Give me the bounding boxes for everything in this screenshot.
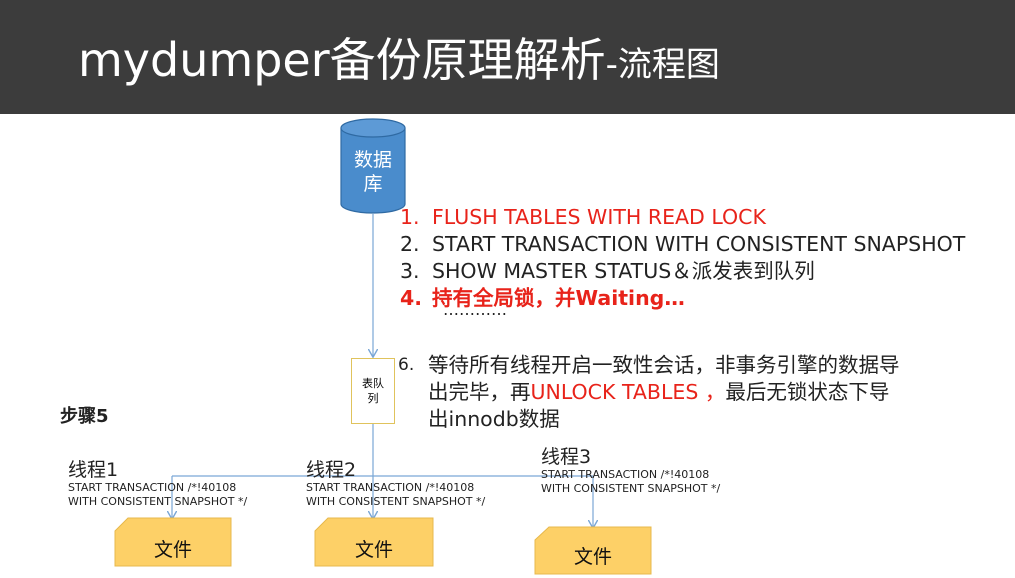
- ellipsis-text: …………: [443, 300, 507, 319]
- thread-command: WITH CONSISTENT SNAPSHOT */: [306, 495, 486, 508]
- title-subtitle: -流程图: [605, 45, 720, 85]
- step-4: 4.持有全局锁，并Waiting…: [400, 286, 685, 310]
- step-1: 1.FLUSH TABLES WITH READ LOCK: [400, 205, 766, 229]
- file-label-2: 文件: [354, 539, 393, 561]
- step-3: 3.SHOW MASTER STATUS＆派发表到队列: [400, 259, 815, 283]
- file-shape-2: [314, 517, 434, 567]
- page-title: mydumper备份原理解析-流程图: [78, 30, 720, 95]
- step-5-label: 步骤5: [60, 406, 109, 427]
- thread-command: START TRANSACTION /*!40108: [306, 481, 475, 494]
- table-queue-box: 表队列: [351, 358, 395, 424]
- title-main: mydumper备份原理解析: [78, 33, 606, 87]
- file-label-3: 文件: [573, 546, 612, 568]
- file-shape-3: [534, 526, 652, 575]
- database-label: 数据 库: [353, 149, 392, 195]
- thread-2: 线程2 START TRANSACTION /*!40108 WITH CONS…: [306, 459, 485, 509]
- lock-steps-list: 1.FLUSH TABLES WITH READ LOCK 2.START TR…: [400, 204, 965, 312]
- thread-name: 线程2: [306, 459, 357, 481]
- file-shape-1: [114, 517, 232, 567]
- thread-command: WITH CONSISTENT SNAPSHOT */: [541, 482, 721, 495]
- thread-command: WITH CONSISTENT SNAPSHOT */: [68, 495, 248, 508]
- thread-3: 线程3 START TRANSACTION /*!40108 WITH CONS…: [541, 446, 720, 496]
- database-cylinder-icon: [340, 118, 406, 214]
- thread-name: 线程1: [68, 459, 119, 481]
- file-label-1: 文件: [153, 539, 192, 561]
- thread-command: START TRANSACTION /*!40108: [541, 468, 710, 481]
- step-2: 2.START TRANSACTION WITH CONSISTENT SNAP…: [400, 232, 966, 256]
- thread-name: 线程3: [541, 446, 592, 468]
- thread-1: 线程1 START TRANSACTION /*!40108 WITH CONS…: [68, 459, 247, 509]
- title-bar: mydumper备份原理解析-流程图: [0, 0, 1015, 114]
- thread-command: START TRANSACTION /*!40108: [68, 481, 237, 494]
